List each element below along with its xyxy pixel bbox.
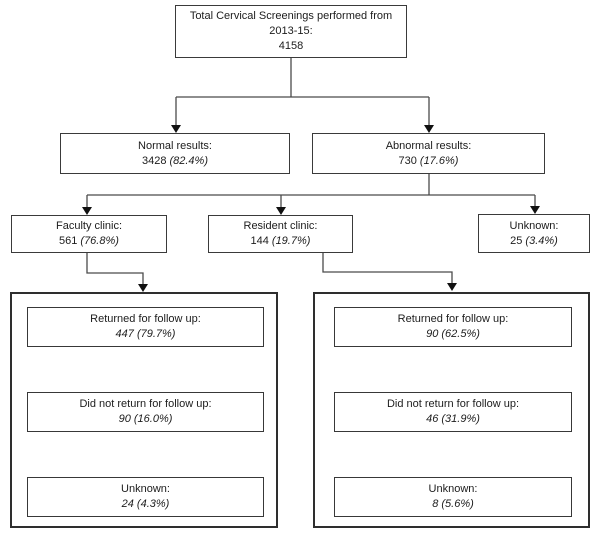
faculty-percent: (76.8%): [80, 235, 119, 247]
faculty-not-returned-label: Did not return for follow up:: [79, 398, 212, 410]
faculty-count: 561: [59, 235, 78, 247]
arrowhead-resident: [276, 207, 286, 215]
resident-not-returned-label: Did not return for follow up:: [386, 398, 520, 410]
normal-percent: (82.4%): [169, 154, 208, 167]
root-title-line2: 2013-15:: [269, 25, 313, 37]
arrowhead-normal: [171, 125, 181, 133]
faculty-unknown-label: Unknown:: [121, 483, 170, 495]
resident-clinic-node: Resident clinic: 144(19.7%): [208, 215, 353, 253]
resident-unknown-node: Unknown: 8 (5.6%): [334, 477, 572, 517]
normal-results-value: 3428(82.4%): [142, 154, 208, 169]
resident-returned-value: 90 (62.5%): [426, 328, 480, 340]
root-total: 4158: [278, 40, 304, 52]
abnormal-results-value: 730(17.6%): [399, 154, 459, 169]
arrowhead-unknown: [530, 206, 540, 214]
normal-results-label: Normal results:: [138, 139, 212, 152]
faculty-returned-value: 447 (79.7%): [115, 328, 176, 340]
arrowhead-faculty-followup: [138, 284, 148, 292]
root-node: Total Cervical Screenings performed from…: [175, 5, 407, 58]
faculty-unknown-node: Unknown: 24 (4.3%): [27, 477, 264, 517]
faculty-returned-label: Returned for follow up:: [90, 313, 201, 325]
faculty-clinic-label: Faculty clinic:: [55, 220, 123, 232]
unknown-clinic-value: 25(3.4%): [510, 234, 558, 249]
connector-resident-elbow: [322, 253, 453, 284]
resident-not-returned-value: 46 (31.9%): [426, 413, 480, 425]
resident-unknown-value: 8 (5.6%): [432, 498, 474, 510]
arrowhead-abnormal: [424, 125, 434, 133]
resident-percent: (19.7%): [271, 235, 311, 247]
arrowhead-faculty: [82, 207, 92, 215]
unknown-clinic-node: Unknown: 25(3.4%): [478, 214, 590, 253]
resident-followup-group: Returned for follow up: 90 (62.5%) Did n…: [313, 292, 590, 528]
abnormal-results-label: Abnormal results:: [385, 139, 472, 152]
resident-not-returned-node: Did not return for follow up: 46 (31.9%): [334, 392, 572, 432]
faculty-clinic-node: Faculty clinic: 561(76.8%): [11, 215, 167, 253]
unknown-clinic-label: Unknown:: [509, 219, 559, 232]
resident-clinic-label: Resident clinic:: [243, 220, 318, 232]
arrowhead-resident-followup: [447, 283, 457, 291]
connector-faculty-elbow: [86, 253, 144, 285]
unknown-count: 25: [510, 234, 523, 247]
unknown-percent: (3.4%): [525, 234, 558, 247]
resident-count: 144: [250, 235, 269, 247]
faculty-unknown-value: 24 (4.3%): [121, 498, 170, 510]
resident-returned-label: Returned for follow up:: [397, 313, 509, 325]
abnormal-results-node: Abnormal results: 730(17.6%): [312, 133, 545, 174]
normal-count: 3428: [141, 154, 167, 167]
faculty-clinic-value: 561(76.8%): [59, 234, 119, 249]
faculty-returned-node: Returned for follow up: 447 (79.7%): [27, 307, 264, 347]
faculty-followup-group: Returned for follow up: 447 (79.7%) Did …: [10, 292, 278, 528]
resident-clinic-value: 144(19.7%): [251, 234, 311, 249]
resident-returned-node: Returned for follow up: 90 (62.5%): [334, 307, 572, 347]
normal-results-node: Normal results: 3428(82.4%): [60, 133, 290, 174]
abnormal-count: 730: [398, 154, 417, 167]
root-title-line1: Total Cervical Screenings performed from: [189, 10, 393, 22]
abnormal-percent: (17.6%): [419, 154, 459, 167]
resident-unknown-label: Unknown:: [428, 483, 478, 495]
faculty-not-returned-node: Did not return for follow up: 90 (16.0%): [27, 392, 264, 432]
faculty-not-returned-value: 90 (16.0%): [118, 413, 173, 425]
